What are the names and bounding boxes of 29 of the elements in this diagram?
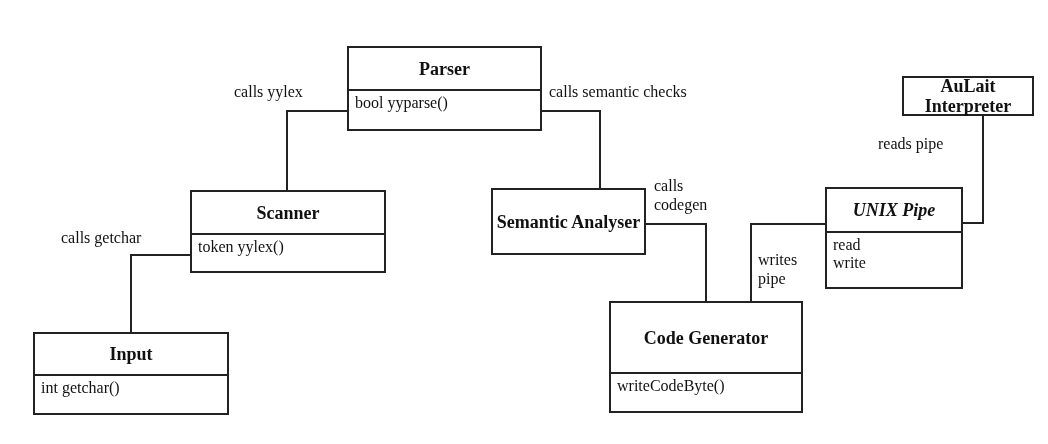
class-member: write	[833, 254, 867, 272]
class-member: read	[833, 236, 862, 254]
edge-label: calls yylex	[233, 82, 304, 101]
class-name: UNIX Pipe	[852, 200, 936, 220]
class-member: bool yyparse()	[355, 94, 449, 112]
class-member: writeCodeByte()	[617, 377, 726, 395]
class-box	[347, 46, 542, 131]
connector-line	[962, 115, 984, 224]
edge-label: reads pipe	[877, 134, 945, 153]
connector-line	[286, 110, 348, 191]
class-box	[491, 188, 646, 255]
class-box	[825, 187, 963, 289]
class-box	[190, 190, 386, 273]
class-member: token yylex()	[198, 238, 285, 256]
connector-line	[750, 223, 826, 302]
class-name: Parser	[419, 58, 470, 79]
connector-line	[645, 223, 707, 302]
connector-line	[541, 110, 601, 189]
class-box	[609, 301, 803, 413]
class-name: AuLait Interpreter	[923, 76, 1013, 116]
edge-label: calls getchar	[60, 228, 143, 247]
class-name: Input	[109, 344, 153, 364]
class-name: Semantic Analyser	[496, 211, 641, 232]
connector-line	[130, 254, 191, 333]
class-box	[33, 332, 229, 415]
class-member: int getchar()	[41, 379, 121, 397]
class-name: Code Generator	[643, 327, 769, 348]
class-box	[902, 76, 1034, 116]
class-name: Scanner	[256, 202, 320, 223]
